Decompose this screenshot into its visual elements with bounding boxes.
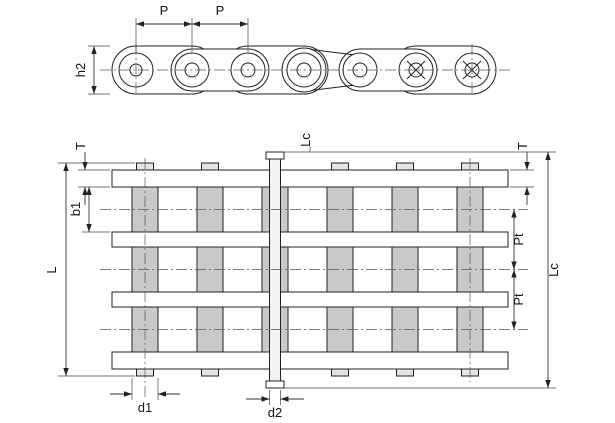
arrowhead [86, 187, 92, 195]
arrowhead [63, 368, 69, 376]
dimension-plate-height: h2 [73, 45, 110, 95]
dimension-transverse-pitch-1: Pt [511, 209, 526, 270]
pin-cap [331, 162, 349, 171]
arrowhead [280, 396, 289, 402]
connecting-pin-length-label-right: Lc [546, 263, 561, 277]
arrowhead [82, 162, 88, 170]
arrowhead [136, 21, 144, 27]
inner-plate-strip [111, 291, 509, 308]
arrowhead [86, 224, 92, 232]
dimension-pin-diameter: d2 [246, 390, 304, 420]
dimension-inner-width: b1 [68, 187, 110, 233]
pitch-label-2: P [216, 3, 225, 18]
inner-width-label: b1 [68, 202, 83, 216]
arrowhead [511, 261, 517, 270]
plate-thickness-label-left: T [73, 142, 88, 150]
plan-view: T T b1 L [44, 133, 561, 420]
side-view: P P h2 [73, 3, 510, 96]
pin-cap [201, 368, 219, 377]
outer-plate-strip [111, 351, 509, 370]
pin-length-label: L [44, 266, 59, 273]
dimension-connecting-pin-length-top: Lc [298, 133, 313, 152]
dimension-pitch: P P [135, 3, 249, 52]
arrowhead [82, 187, 88, 195]
arrowhead [524, 162, 530, 170]
arrowhead [545, 152, 551, 160]
arrowhead [511, 209, 517, 218]
arrowhead [511, 269, 517, 278]
pin-cap [201, 162, 219, 171]
arrowhead [524, 187, 530, 195]
arrowhead [184, 21, 192, 27]
dimension-transverse-pitch-2: Pt [511, 269, 526, 330]
transverse-pitch-label-1: Pt [511, 233, 526, 246]
inner-plate-strip [111, 231, 509, 248]
arrowhead [511, 321, 517, 330]
arrowhead [545, 380, 551, 388]
pin-diameter-label: d2 [268, 405, 282, 420]
connecting-pin-length-label-top: Lc [298, 133, 313, 147]
arrowhead [192, 21, 200, 27]
arrowhead [91, 46, 97, 54]
connecting-pin-cap [265, 380, 285, 389]
pin-cap [331, 368, 349, 377]
dimension-pin-length: L [44, 162, 135, 377]
arrowhead [261, 396, 270, 402]
transverse-pitch-label-2: Pt [511, 293, 526, 306]
arrowhead [91, 86, 97, 94]
plate-height-label: h2 [73, 63, 88, 77]
arrowhead [63, 163, 69, 171]
roller-diameter-label: d1 [138, 400, 152, 415]
arrowhead [240, 21, 248, 27]
pin-cap [396, 162, 414, 171]
arrowhead [124, 391, 132, 397]
pin-cap [396, 368, 414, 377]
pitch-label-1: P [160, 3, 169, 18]
dimension-plate-thickness-left: T [73, 142, 110, 205]
outer-plate-strip [111, 169, 509, 188]
plate-strips [111, 169, 509, 370]
connecting-pin-cap [265, 151, 285, 160]
arrowhead [158, 391, 166, 397]
cross-mark [406, 60, 426, 80]
dimension-plate-thickness-right: T [510, 142, 534, 205]
dimension-roller-diameter: d1 [110, 378, 180, 415]
plate-thickness-label-right: T [515, 142, 530, 150]
dimension-connecting-pin-length: Lc [284, 151, 561, 389]
